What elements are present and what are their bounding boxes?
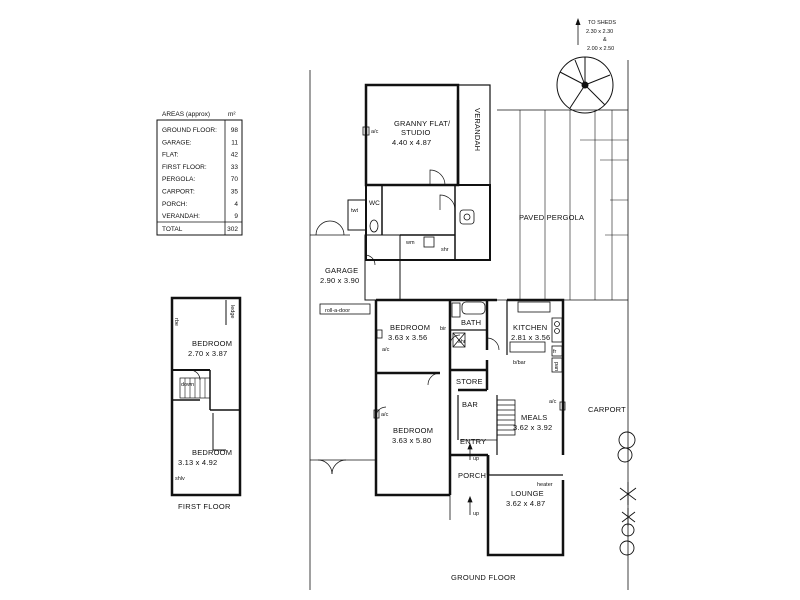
ac-unit-icon — [376, 329, 383, 339]
bedroom1-name: BEDROOM — [390, 323, 430, 332]
areas-table-total-label: TOTAL — [162, 226, 183, 233]
sheds-arrow-head — [575, 18, 581, 25]
bath-fixtures — [451, 301, 486, 348]
granny-flat-name-line2: STUDIO — [401, 128, 431, 137]
bbar-label: b/bar — [513, 360, 526, 366]
tree-icon — [556, 56, 614, 114]
up-arrows — [467, 442, 473, 515]
roll-a-door-label: roll-a-door — [325, 308, 350, 314]
ac-label-flat: a/c — [371, 129, 379, 135]
ac-unit-icon — [373, 409, 380, 419]
store-label: STORE — [456, 377, 483, 386]
ac-unit-icon — [559, 401, 566, 411]
bath-shower-label: shr — [458, 339, 466, 345]
down-label: down — [181, 382, 194, 388]
areas-row-label: VERANDAH: — [162, 213, 200, 220]
garage-dims: 2.90 x 3.90 — [320, 276, 359, 285]
areas-row-value: 9 — [234, 213, 238, 220]
lounge-name: LOUNGE — [511, 489, 544, 498]
sheds-note-line3: & — [603, 37, 607, 43]
paved-pergola-label: PAVED PERGOLA — [519, 213, 584, 222]
meals-name: MEALS — [521, 413, 547, 422]
ac-label-bedroom2: a/c — [381, 412, 389, 418]
wc-label: WC — [369, 200, 380, 207]
areas-table-unit: m² — [228, 111, 236, 118]
heater-label: heater — [537, 482, 553, 488]
ff-bedroom1-dims: 2.70 x 3.87 — [188, 349, 227, 358]
verandah-label: VERANDAH — [473, 108, 482, 151]
shelves-label: shlv — [175, 476, 185, 482]
roll-a-door-box — [319, 303, 371, 315]
up-label-entry: up — [473, 456, 479, 462]
sheds-note-line4: 2.00 x 2.50 — [587, 46, 614, 52]
granny-flat-dims: 4.40 x 4.87 — [392, 138, 431, 147]
carport-label: CARPORT — [588, 405, 626, 414]
paved-pergola — [519, 110, 628, 300]
ff-bedroom2-name: BEDROOM — [192, 448, 232, 457]
flat-wet-area — [347, 184, 491, 261]
ac-label-bedroom1: a/c — [382, 347, 390, 353]
areas-table-border — [156, 119, 243, 236]
lounge-dims: 3.62 x 4.87 — [506, 499, 545, 508]
sheds-note-line2: 2.30 x 2.30 — [586, 29, 613, 35]
ground-floor-title: GROUND FLOOR — [451, 573, 516, 582]
areas-row-value: 70 — [231, 176, 239, 183]
staircase — [460, 399, 516, 441]
areas-row-label: FIRST FLOOR: — [162, 164, 207, 171]
twt-label: twt — [351, 208, 359, 214]
bir-label: bir — [440, 326, 446, 332]
fridge-label: fr — [553, 349, 557, 355]
ac-label-meals: a/c — [549, 399, 557, 405]
areas-row-label: GROUND FLOOR: — [162, 127, 217, 134]
first-floor-walls — [170, 296, 242, 497]
porch-label: PORCH — [458, 471, 486, 480]
areas-table: AREAS (approx) m² GROUND FLOOR: 98GARAGE:… — [156, 111, 243, 236]
ac-unit-icon — [362, 126, 370, 136]
front-fence — [310, 459, 451, 520]
garage-name: GARAGE — [325, 266, 358, 275]
ff-bedroom2-dims: 3.13 x 4.92 — [178, 458, 217, 467]
areas-row-value: 98 — [231, 127, 239, 134]
sheds-note-line1: TO SHEDS — [588, 20, 616, 26]
up-label-porch: up — [473, 511, 479, 517]
areas-row-label: PORCH: — [162, 201, 187, 208]
areas-row-value: 42 — [231, 152, 239, 159]
kitchen-fixtures — [509, 301, 563, 373]
areas-row-label: FLAT: — [162, 152, 179, 159]
bath-label: BATH — [461, 318, 481, 327]
areas-table-total-value: 302 — [227, 226, 238, 233]
kitchen-dims: 2.81 x 3.56 — [511, 333, 550, 342]
areas-row-label: GARAGE: — [162, 139, 192, 146]
carport-trees — [617, 431, 637, 556]
meals-dims: 3.62 x 3.92 — [513, 423, 552, 432]
kitchen-name: KITCHEN — [513, 323, 547, 332]
areas-row-label: CARPORT: — [162, 189, 195, 196]
areas-row-value: 4 — [234, 201, 238, 208]
garage — [364, 234, 401, 301]
robe-label: rbe — [173, 318, 179, 326]
areas-row-value: 35 — [231, 189, 239, 196]
bedroom1-dims: 3.63 x 3.56 — [388, 333, 427, 342]
first-floor-title: FIRST FLOOR — [178, 502, 231, 511]
interior-thin-walls — [375, 300, 563, 476]
sheds-note: TO SHEDS 2.30 x 2.30 & 2.00 x 2.50 — [575, 18, 616, 52]
wm-label: wm — [405, 240, 415, 246]
flat-shower-label: shr — [441, 247, 449, 253]
areas-table-title: AREAS (approx) — [162, 111, 210, 118]
side-gate — [310, 220, 350, 236]
bedroom2-name: BEDROOM — [393, 426, 433, 435]
entry-label: ENTRY — [460, 437, 486, 446]
bedroom2-dims: 3.63 x 5.80 — [392, 436, 431, 445]
ff-bedroom1-name: BEDROOM — [192, 339, 232, 348]
pantry-label: pan — [553, 362, 559, 371]
areas-row-value: 11 — [231, 139, 238, 146]
main-house-walls — [374, 298, 565, 557]
bar-label: BAR — [462, 400, 478, 409]
ledge-label: ledge — [229, 305, 235, 318]
areas-row-label: PERGOLA: — [162, 176, 195, 183]
granny-flat-name-line1: GRANNY FLAT/ — [394, 119, 451, 128]
areas-row-value: 33 — [231, 164, 239, 171]
